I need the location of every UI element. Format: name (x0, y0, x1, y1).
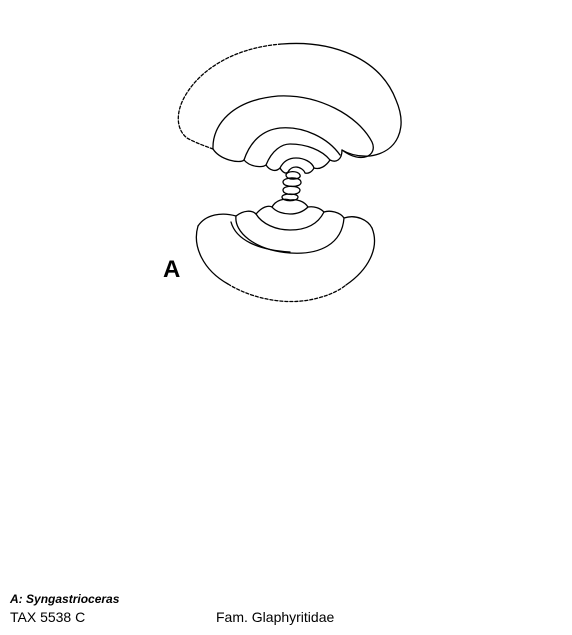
upper-whorl-4 (265, 157, 331, 172)
column-ring-4 (281, 193, 299, 202)
lower-whorl-3 (235, 210, 345, 231)
column-ring-2 (282, 177, 302, 188)
caption-genus: Syngastrioceras (26, 592, 120, 606)
upper-whorl-2-inner (212, 127, 341, 163)
lower-whorl-2-inner (230, 221, 291, 253)
upper-whorls (177, 42, 402, 174)
upper-whorl-2 (212, 95, 374, 159)
lower-outer-whorl (195, 225, 229, 285)
lower-outer-whorl-right (345, 227, 376, 286)
lower-whorl-4 (255, 205, 325, 215)
caption-panel-prefix: A: (10, 592, 23, 606)
caption-specimen-number: TAX 5538 C (10, 609, 86, 625)
upper-outer-whorl-dashed (177, 43, 283, 150)
panel-label-a: A (163, 256, 181, 283)
central-column (281, 170, 302, 202)
lower-whorl-2 (197, 213, 373, 254)
caption-title: A: Syngastrioceras (10, 592, 119, 606)
upper-whorl-3 (243, 143, 343, 168)
upper-whorl-5 (279, 166, 315, 174)
lower-outer-whorl-dashed (227, 283, 347, 303)
lower-whorl-5 (271, 198, 309, 208)
caption-family: Fam. Glaphyritidae (216, 609, 335, 625)
lower-whorls (195, 198, 376, 303)
column-ring-3 (282, 185, 301, 196)
upper-outer-whorl (281, 42, 402, 157)
